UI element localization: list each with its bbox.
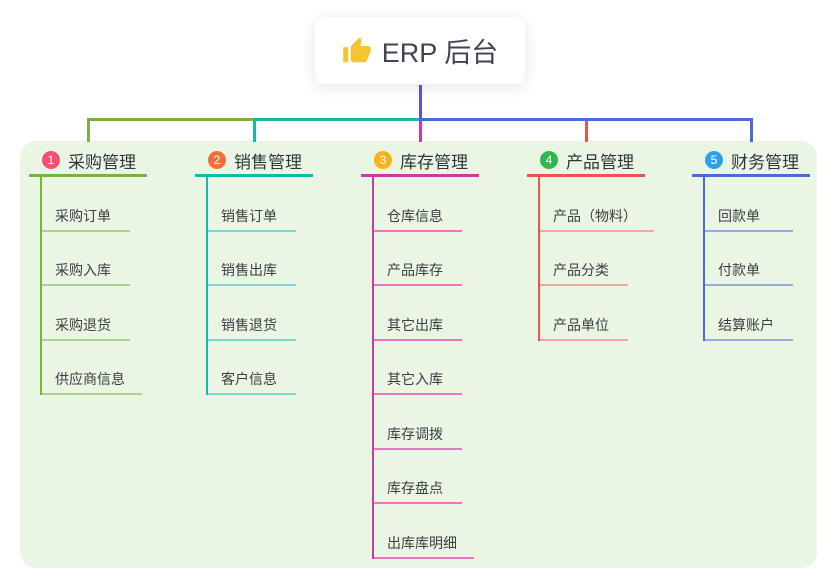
branch-title[interactable]: 2 销售管理 — [195, 146, 313, 177]
branch-children: 回款单 付款单 结算账户 — [703, 177, 793, 341]
child-node[interactable]: 供应商信息 — [42, 341, 142, 395]
bus-line-left-teal — [252, 118, 422, 121]
child-node[interactable]: 采购入库 — [42, 232, 130, 286]
child-node[interactable]: 回款单 — [705, 177, 793, 232]
child-node[interactable]: 销售退货 — [208, 286, 296, 341]
child-node-label: 结算账户 — [718, 316, 774, 333]
branch-column: 2 销售管理 销售订单 销售出库 销售退货 客户信息 — [195, 146, 345, 395]
branch-number-badge: 3 — [374, 151, 392, 169]
child-node[interactable]: 产品单位 — [540, 286, 628, 341]
child-node[interactable]: 付款单 — [705, 232, 793, 286]
child-node[interactable]: 采购退货 — [42, 286, 130, 341]
child-node-label: 库存盘点 — [387, 480, 443, 496]
child-node-label: 仓库信息 — [387, 207, 443, 224]
child-node[interactable]: 其它出库 — [374, 286, 462, 341]
branch-drop-line-3 — [418, 121, 422, 142]
child-node-label: 付款单 — [718, 262, 760, 278]
bus-line-right-blue — [418, 118, 753, 121]
child-node[interactable]: 库存调拨 — [374, 395, 462, 450]
branch-children: 采购订单 采购入库 采购退货 供应商信息 — [40, 177, 142, 395]
child-node-label: 出库库明细 — [387, 534, 457, 551]
child-node-label: 产品分类 — [553, 262, 609, 278]
child-node[interactable]: 仓库信息 — [374, 177, 462, 232]
branch-number-badge: 2 — [208, 151, 226, 169]
branch-children: 产品（物料） 产品分类 产品单位 — [538, 177, 654, 341]
child-node-label: 供应商信息 — [55, 371, 125, 387]
branch-title-label: 财务管理 — [731, 152, 799, 172]
child-node[interactable]: 采购订单 — [42, 177, 130, 232]
branch-drop-line-1 — [86, 121, 90, 142]
child-node[interactable]: 结算账户 — [705, 286, 793, 341]
child-node-label: 产品库存 — [387, 262, 443, 278]
branch-title-label: 库存管理 — [400, 152, 468, 172]
child-node-label: 采购退货 — [55, 316, 111, 333]
child-node-label: 采购入库 — [55, 262, 111, 278]
child-node-label: 产品单位 — [553, 316, 609, 333]
branch-title[interactable]: 1 采购管理 — [29, 146, 147, 177]
child-node-label: 销售退货 — [221, 316, 277, 333]
branch-drop-line-5 — [749, 121, 753, 142]
child-node[interactable]: 库存盘点 — [374, 450, 462, 504]
child-node[interactable]: 产品库存 — [374, 232, 462, 286]
child-node[interactable]: 产品分类 — [540, 232, 628, 286]
child-node[interactable]: 其它入库 — [374, 341, 462, 395]
child-node-label: 采购订单 — [55, 207, 111, 224]
child-node-label: 其它出库 — [387, 316, 443, 333]
branch-title-label: 采购管理 — [68, 152, 136, 172]
child-node-label: 客户信息 — [221, 371, 277, 387]
branches-panel — [20, 141, 817, 568]
child-node-label: 销售出库 — [221, 262, 277, 278]
branch-children: 销售订单 销售出库 销售退货 客户信息 — [206, 177, 296, 395]
thumbs-up-icon — [342, 36, 372, 66]
child-node[interactable]: 销售订单 — [208, 177, 296, 232]
child-node-label: 产品（物料） — [553, 207, 637, 224]
root-label: ERP 后台 — [381, 38, 499, 68]
child-node-label: 回款单 — [718, 207, 760, 224]
root-stem-line — [418, 85, 422, 121]
child-node-label: 其它入库 — [387, 371, 443, 387]
child-node[interactable]: 产品（物料） — [540, 177, 654, 232]
branch-title[interactable]: 5 财务管理 — [692, 146, 810, 177]
child-node[interactable]: 客户信息 — [208, 341, 296, 395]
bus-line-left-green — [86, 118, 254, 121]
branch-column: 4 产品管理 产品（物料） 产品分类 产品单位 — [527, 146, 677, 341]
branch-column: 3 库存管理 仓库信息 产品库存 其它出库 其它入库 库存调拨 库存盘点 出库库… — [361, 146, 511, 559]
child-node[interactable]: 销售出库 — [208, 232, 296, 286]
branch-column: 1 采购管理 采购订单 采购入库 采购退货 供应商信息 — [29, 146, 179, 395]
branch-drop-line-2 — [252, 121, 256, 142]
branch-title[interactable]: 4 产品管理 — [527, 146, 645, 177]
child-node-label: 库存调拨 — [387, 425, 443, 442]
child-node[interactable]: 出库库明细 — [374, 504, 474, 559]
branch-title-label: 销售管理 — [234, 152, 302, 172]
branch-column: 5 财务管理 回款单 付款单 结算账户 — [692, 146, 839, 341]
root-node[interactable]: ERP 后台 — [315, 17, 525, 84]
branch-drop-line-4 — [584, 121, 588, 142]
branch-number-badge: 5 — [705, 151, 723, 169]
branch-title-label: 产品管理 — [566, 152, 634, 172]
child-node-label: 销售订单 — [221, 207, 277, 224]
branch-children: 仓库信息 产品库存 其它出库 其它入库 库存调拨 库存盘点 出库库明细 — [372, 177, 474, 559]
branch-number-badge: 1 — [42, 151, 60, 169]
branch-number-badge: 4 — [540, 151, 558, 169]
branch-title[interactable]: 3 库存管理 — [361, 146, 479, 177]
